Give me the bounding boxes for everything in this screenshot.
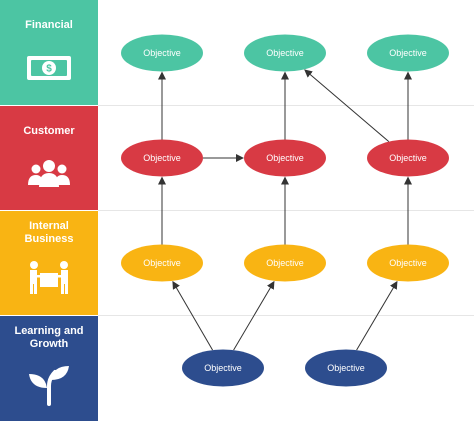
svg-text:$: $ [46,64,52,75]
objective-node-c1[interactable]: Objective [121,139,203,177]
seedling-icon [29,366,69,406]
objective-shape [367,244,449,282]
objective-node-c2[interactable]: Objective [244,139,326,177]
objective-label: Objective [266,48,304,58]
lane-bands: Financial$CustomerInternalBusinessLearni… [0,0,98,421]
objective-label: Objective [389,48,427,58]
lane-financial-title: Financial [25,19,73,31]
objective-shape [121,139,203,177]
connector-l1-i2 [233,280,275,351]
connector-c3-f2 [304,69,390,143]
lane-learning-title: Growth [30,338,69,350]
lane-internal-title: Business [25,233,74,245]
objective-label: Objective [266,153,304,163]
people-group-icon [28,160,70,187]
objective-label: Objective [143,258,181,268]
objective-shape [121,34,203,72]
objective-shape [244,34,326,72]
objective-node-l2[interactable]: Objective [305,349,387,387]
objective-label: Objective [389,153,427,163]
objective-node-i1[interactable]: Objective [121,244,203,282]
connector-l1-i1 [172,280,214,351]
objective-node-l1[interactable]: Objective [182,349,264,387]
objective-shape [367,139,449,177]
objective-node-i3[interactable]: Objective [367,244,449,282]
lane-financial-panel [0,0,98,105]
objective-shape [244,139,326,177]
lane-customer: Customer [0,106,98,210]
lane-internal-title: Internal [29,220,69,232]
objective-node-i2[interactable]: Objective [244,244,326,282]
lane-customer-title: Customer [23,125,75,137]
objective-label: Objective [389,258,427,268]
lane-learning-title: Learning and [14,325,83,337]
lane-dividers [98,105,474,316]
objective-shape [305,349,387,387]
objective-node-f1[interactable]: Objective [121,34,203,72]
objective-node-f2[interactable]: Objective [244,34,326,72]
objective-shape [121,244,203,282]
objective-label: Objective [143,48,181,58]
objective-label: Objective [204,363,242,373]
objective-node-c3[interactable]: Objective [367,139,449,177]
objective-shape [367,34,449,72]
connector-l2-i3 [356,280,398,351]
objective-shape [244,244,326,282]
objective-label: Objective [327,363,365,373]
objective-shape [182,349,264,387]
people-carrying-box-icon [30,261,68,294]
lane-internal-panel [0,211,98,315]
money-bill-icon: $ [27,56,71,80]
objective-label: Objective [143,153,181,163]
objective-label: Objective [266,258,304,268]
connector-layer [158,69,412,351]
objective-node-f3[interactable]: Objective [367,34,449,72]
lane-customer-panel [0,106,98,210]
lane-financial: Financial $ [0,0,98,105]
